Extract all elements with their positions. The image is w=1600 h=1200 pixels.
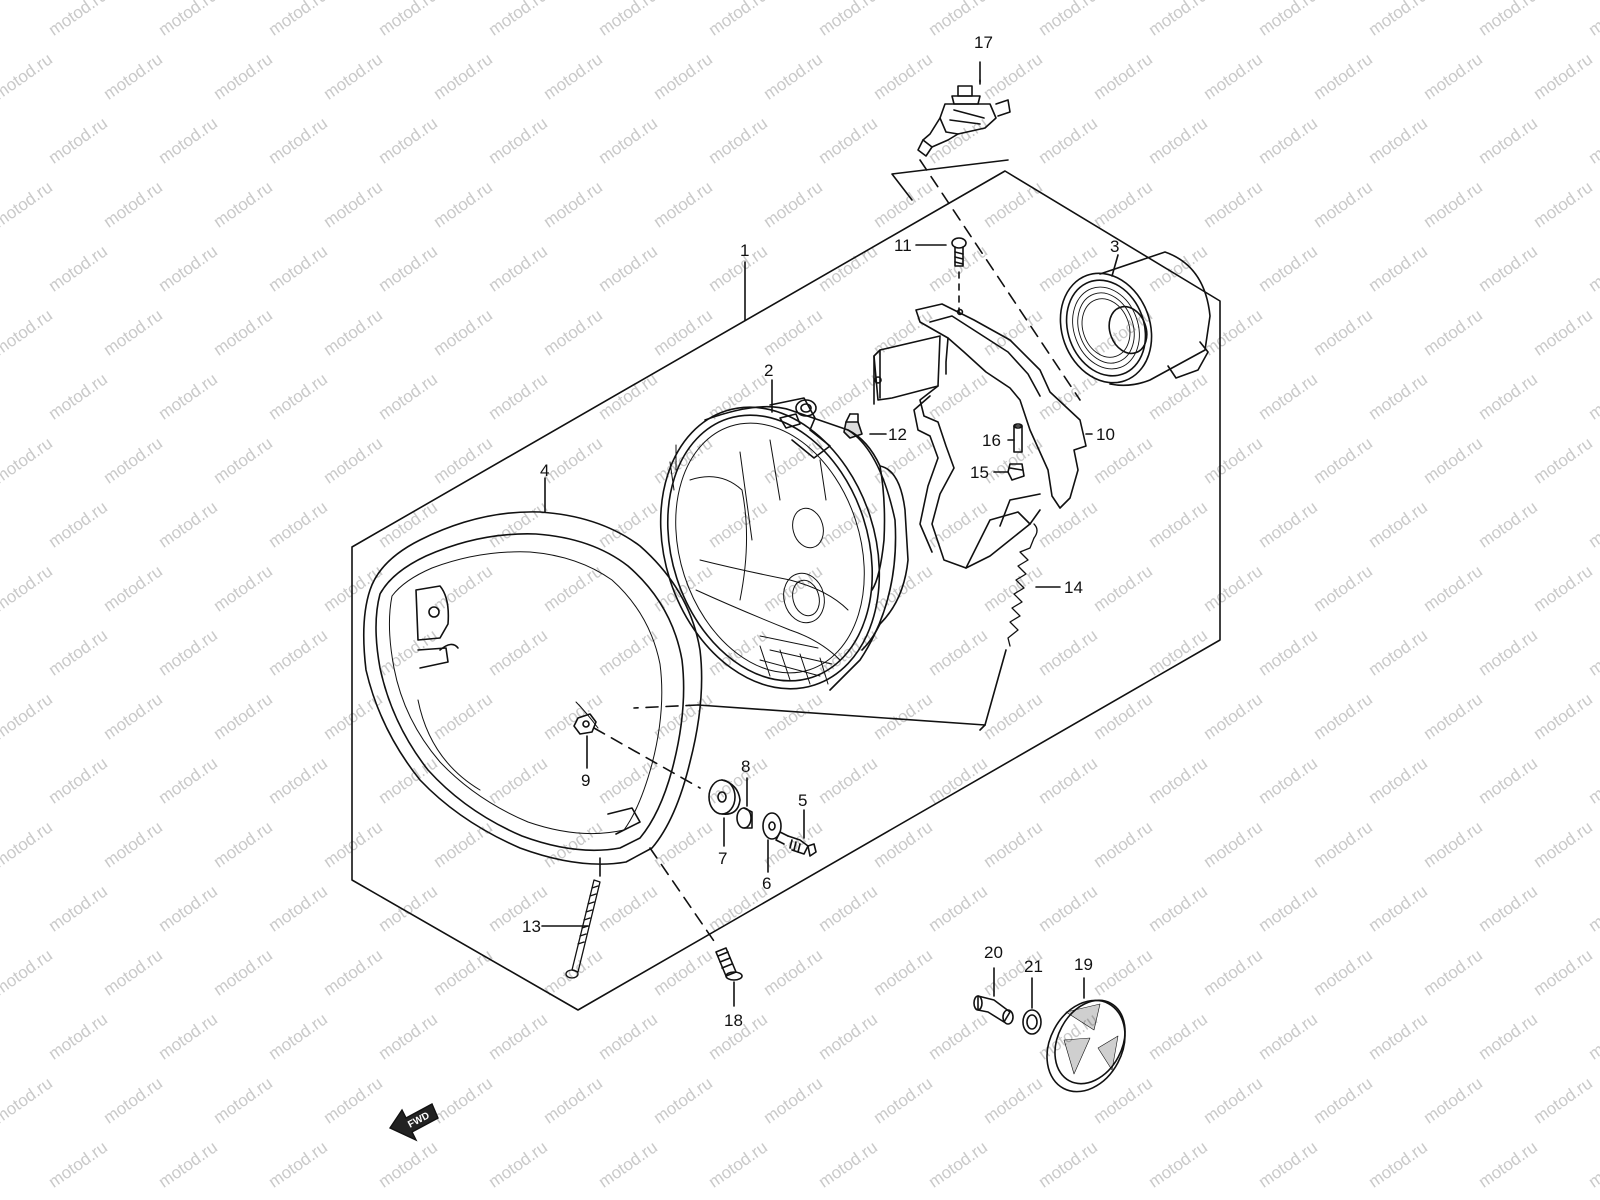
callout-8: 8	[741, 757, 750, 776]
part-10-bracket	[873, 303, 1087, 569]
callout-7: 7	[718, 849, 727, 868]
callout-6: 6	[762, 874, 771, 893]
part-7-grommet	[708, 779, 741, 816]
part-4-rim	[362, 511, 703, 865]
part-20-stud	[973, 995, 1014, 1025]
leader-18-dashed	[649, 847, 717, 945]
leader-3	[1111, 254, 1119, 277]
leader-9-dashed	[593, 727, 701, 789]
leader-14-tip	[979, 724, 986, 731]
part-8-collar	[736, 807, 753, 829]
leader-17-dashed	[919, 159, 1081, 401]
part-14-spring	[1007, 523, 1038, 647]
leader-bracket-link	[945, 337, 949, 375]
leader-14-spring	[697, 649, 1007, 726]
part-19-reflector	[1046, 999, 1126, 1093]
part-13-long-screw	[565, 879, 601, 979]
part-21-washer	[1022, 1009, 1042, 1035]
callout-labels: 1 2 3 4 5 6 7 8 9 10 11 12 13 14 15 16 1…	[522, 33, 1119, 1030]
part-17-bulb	[917, 85, 1011, 157]
callout-11: 11	[894, 236, 912, 255]
part-16-pin	[1013, 423, 1023, 453]
callout-21: 21	[1024, 957, 1043, 976]
part-6-washer	[762, 812, 782, 840]
leader-14-dashed	[633, 704, 699, 709]
callout-17: 17	[974, 33, 993, 52]
part-5-bolt	[775, 831, 817, 857]
callout-15: 15	[970, 463, 989, 482]
callout-16: 16	[982, 431, 1001, 450]
callout-20: 20	[984, 943, 1003, 962]
callout-1: 1	[740, 241, 749, 260]
callout-18: 18	[724, 1011, 743, 1030]
part-18-screw	[715, 947, 743, 981]
callout-14: 14	[1064, 578, 1083, 597]
callout-3: 3	[1110, 237, 1119, 256]
callout-2: 2	[764, 361, 773, 380]
part-12-clip-nut	[843, 413, 863, 439]
callout-13: 13	[522, 917, 541, 936]
part-11-screw	[951, 237, 967, 267]
part-9-grommet	[573, 713, 597, 735]
callout-5: 5	[798, 791, 807, 810]
callout-19: 19	[1074, 955, 1093, 974]
part-15-nut	[1007, 463, 1025, 481]
leader-17-bracket	[891, 159, 1009, 201]
callout-4: 4	[540, 461, 549, 480]
part-2-headlight-unit	[659, 397, 909, 691]
callout-10: 10	[1096, 425, 1115, 444]
part-3-socket-cover	[1059, 251, 1211, 387]
callout-12: 12	[888, 425, 907, 444]
callout-9: 9	[581, 771, 590, 790]
assembly-outline	[351, 170, 1221, 1011]
fwd-arrow: FWD	[388, 1103, 439, 1142]
